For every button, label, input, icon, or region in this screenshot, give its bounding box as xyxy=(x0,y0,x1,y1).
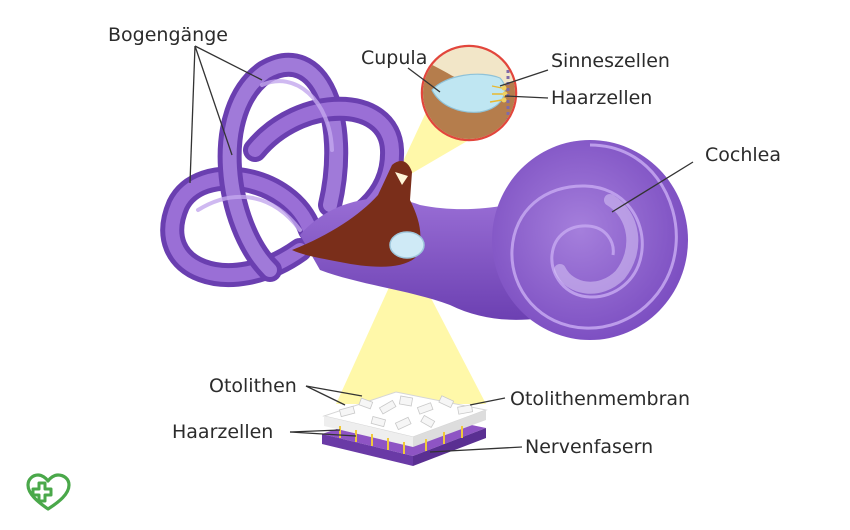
cochlea-shape xyxy=(492,140,688,340)
cross-heart-icon xyxy=(26,473,71,511)
label-haarzellen-bottom: Haarzellen xyxy=(172,421,274,443)
otolith-zoom-cone xyxy=(336,250,486,404)
leader-lines xyxy=(189,45,694,453)
otolith-organ xyxy=(389,231,425,259)
label-bogengaenge: Bogengänge xyxy=(108,24,228,46)
label-otolithenmembran: Otolithenmembran xyxy=(510,388,691,410)
label-cochlea: Cochlea xyxy=(705,144,781,166)
cupula-zoom xyxy=(420,44,518,142)
otolith-block xyxy=(322,391,488,466)
label-sinneszellen: Sinneszellen xyxy=(551,50,670,72)
label-nervenfasern: Nervenfasern xyxy=(525,436,654,458)
semicircular-canals xyxy=(160,53,404,287)
label-haarzellen-top: Haarzellen xyxy=(551,87,653,109)
label-cupula: Cupula xyxy=(361,47,428,69)
vestibule xyxy=(292,160,421,267)
label-otolithen: Otolithen xyxy=(209,375,297,397)
